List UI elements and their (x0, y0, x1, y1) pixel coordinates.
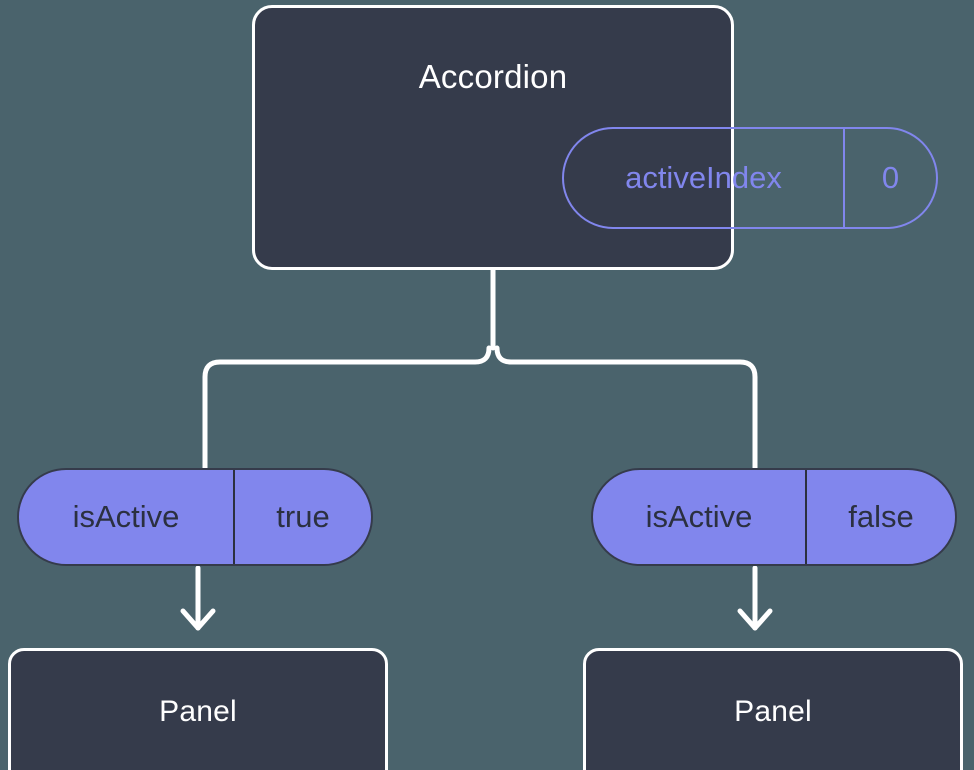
isactive-badge-key-right: isActive (645, 499, 753, 534)
activeindex-badge-value: 0 (843, 129, 936, 227)
arrow-head-left-icon (180, 608, 216, 631)
isactive-prop-badge-left[interactable]: isActive true (17, 468, 373, 566)
activeindex-state-badge[interactable]: activeIndex 0 (562, 127, 938, 229)
accordion-node-title: Accordion (418, 58, 568, 95)
arrow-head-right-icon (737, 608, 773, 631)
isactive-badge-value-right: false (805, 470, 955, 564)
panel-node-title-right: Panel (734, 695, 812, 728)
panel-node-right[interactable]: Panel (583, 648, 963, 770)
isactive-prop-badge-right[interactable]: isActive false (591, 468, 957, 566)
isactive-badge-key-left: isActive (72, 499, 180, 534)
connector-branch-right (494, 345, 758, 471)
connector-branch-left (202, 345, 492, 471)
activeindex-badge-key: activeIndex (625, 160, 782, 195)
panel-node-left[interactable]: Panel (8, 648, 388, 770)
panel-node-title-left: Panel (159, 695, 237, 728)
isactive-badge-value-left: true (233, 470, 371, 564)
accordion-node[interactable]: Accordion activeIndex 0 (252, 5, 938, 270)
